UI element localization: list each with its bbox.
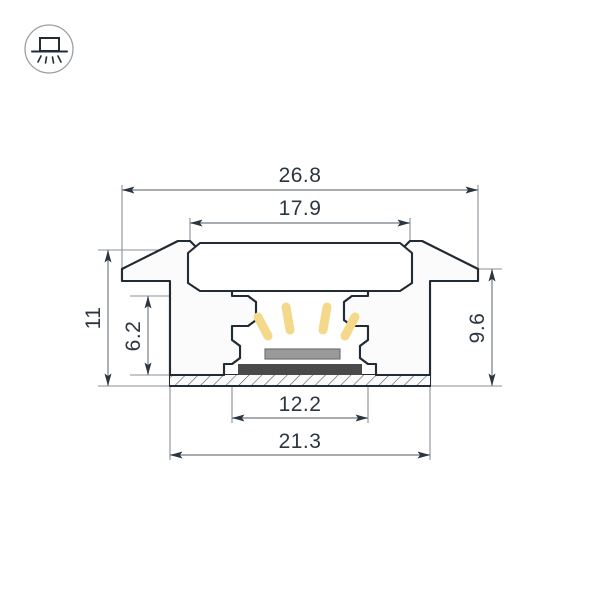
light-rays — [253, 302, 360, 341]
dimension-lines — [104, 186, 496, 459]
dim-label-body-width: 21.3 — [279, 430, 322, 453]
dim-label-cover-width: 17.9 — [279, 197, 322, 220]
pcb-base — [238, 364, 362, 375]
dim-label-overall-width: 26.8 — [279, 164, 322, 187]
icon-light-rays — [37, 55, 62, 64]
dim-label-channel-width: 12.2 — [279, 393, 322, 416]
light-ray-4 — [340, 312, 360, 341]
light-ray-2 — [281, 302, 295, 335]
profile-base-edge — [168, 373, 432, 388]
icon-circle-outline — [24, 24, 74, 74]
dim-label-recess-depth: 9.6 — [466, 313, 489, 344]
icon-profile-body — [39, 37, 60, 52]
extension-lines — [98, 185, 502, 460]
dim-label-total-height: 11 — [82, 307, 105, 330]
light-ray-3 — [318, 302, 332, 335]
recessed-mounting-icon — [24, 24, 74, 74]
light-ray-1 — [253, 312, 273, 341]
led-strip — [264, 348, 341, 360]
dim-label-inner-depth: 6.2 — [122, 321, 145, 352]
diffuser-cover — [186, 241, 414, 293]
